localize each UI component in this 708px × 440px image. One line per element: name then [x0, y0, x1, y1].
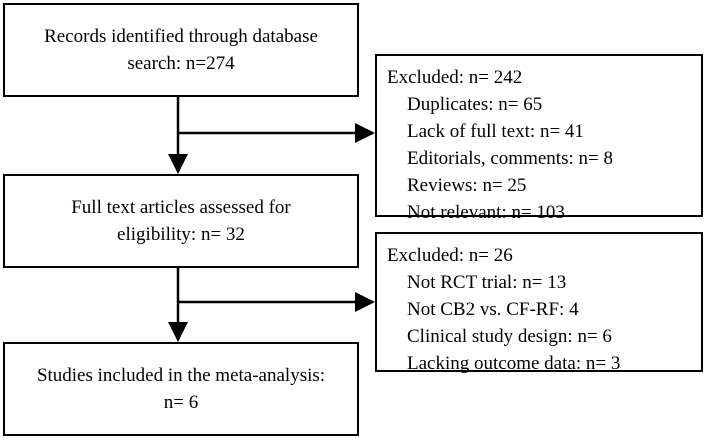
excluded2-item: Lacking outcome data: n= 3: [407, 353, 621, 374]
excluded2-title: Excluded: n= 26: [387, 245, 513, 266]
excluded1-item: Duplicates: n= 65: [407, 94, 543, 115]
excluded2-item: Clinical study design: n= 6: [407, 326, 612, 347]
excluded1-title: Excluded: n= 242: [387, 67, 523, 88]
excluded-box-2: Excluded: n= 26 Not RCT trial: n= 13 Not…: [375, 232, 703, 374]
excluded1-item: Lack of full text: n= 41: [407, 121, 584, 142]
excluded1-item: Editorials, comments: n= 8: [407, 148, 613, 169]
excluded-box-1: Excluded: n= 242 Duplicates: n= 65 Lack …: [375, 54, 703, 223]
records-line1: Records identified through database: [44, 26, 318, 47]
excluded1-item: Reviews: n= 25: [407, 175, 527, 196]
fulltext-line2: eligibility: n= 32: [117, 224, 245, 245]
excluded2-item: Not CB2 vs. CF-RF: 4: [407, 299, 579, 320]
records-line2: search: n=274: [127, 53, 235, 74]
fulltext-assessed-box: Full text articles assessed for eligibil…: [3, 174, 359, 268]
included-line2: n= 6: [163, 392, 199, 413]
records-identified-box: Records identified through database sear…: [3, 3, 359, 97]
excluded2-item: Not RCT trial: n= 13: [407, 272, 567, 293]
included-line1: Studies included in the meta-analysis:: [36, 365, 326, 386]
studies-included-box: Studies included in the meta-analysis: n…: [3, 342, 359, 436]
excluded1-item: Not relevant: n= 103: [407, 202, 565, 223]
fulltext-line1: Full text articles assessed for: [71, 197, 291, 218]
